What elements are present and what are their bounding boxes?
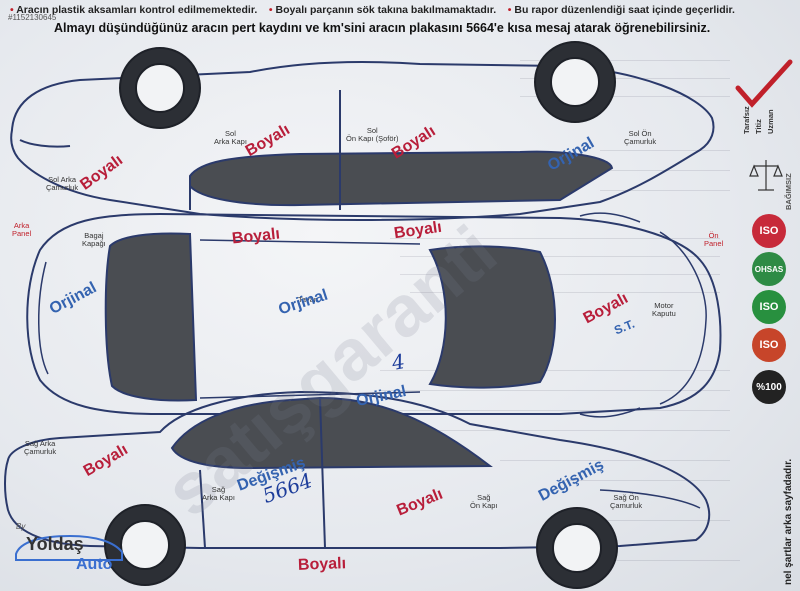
percent-badge: %100 [752,370,786,404]
label-on-panel: Ön Panel [704,231,724,248]
ohsas-badge: OHSAS [752,252,786,286]
label-sol-arka-camurluk: Sol Arka Çamurluk [46,175,79,192]
header-bullet-painted: Boyalı parçanın sök takına bakılmamaktad… [275,4,497,16]
label-sag-arka-kapi: Sağ Arka Kapı [202,485,235,502]
label-titiz: Titiz [754,119,763,134]
header-bullet-validity: Bu rapor düzenlendiği saat içinde geçerl… [514,4,735,16]
label-sol-on-camurluk: Sol Ön Çamurluk [624,129,657,146]
terms-side-note: nel şartlar arka sayfadadır. [783,458,794,585]
label-tarafsiz: Tarafsız [742,106,751,134]
iso-badge-1: ISO [752,214,786,248]
scale-icon [749,160,783,191]
header-bullets: • Aracın plastik aksamları kontrol edilm… [10,4,735,16]
header-bullet-plastic: Aracın plastik aksamları kontrol edilmem… [16,4,258,16]
label-sag-arka-camurluk: Sağ Arka Çamurluk [24,439,57,456]
stamp-boyali-sag-alt: Boyalı [297,555,347,574]
label-arka-panel: Arka Panel [12,221,32,238]
left-side-window [189,150,614,207]
rear-window-top [104,232,198,402]
iso-badge-3: ISO [752,328,786,362]
logo-by: By [16,522,26,531]
label-bagaj-kapagi: Bagaj Kapağı [82,231,106,248]
check-mark-icon [735,59,793,108]
label-sag-on-camurluk: Sağ Ön Çamurluk [610,493,643,510]
document-id: #1152130645 [8,13,57,22]
label-motor-kaputu: Motor Kaputu [652,301,676,318]
label-sol-arka-kapi: Sol Arka Kapı [214,129,247,146]
label-sol-on-kapi: Sol Ön Kapı (Şoför) [346,126,399,143]
label-sag-on-kapi: Sağ Ön Kapı [470,493,498,510]
iso-badge-2: ISO [752,290,786,324]
label-bagimsiz: BAĞIMSIZ [784,173,793,210]
sms-info-text: Almayı düşündüğünüz aracın pert kaydını … [54,21,711,35]
right-side-window [170,396,493,470]
front-window-top [428,245,556,389]
top-view-body [26,212,722,415]
left-side-body [10,61,715,221]
logo-name-2: Auto [76,556,113,573]
logo-car-icon [15,534,123,561]
label-uzman: Uzman [766,109,775,134]
yoldas-auto-logo: By Yoldaş Auto [10,520,130,580]
right-side-body [4,390,711,549]
label-tavan: Tavan [298,295,319,304]
logo-name-1: Yoldaş [26,534,84,554]
